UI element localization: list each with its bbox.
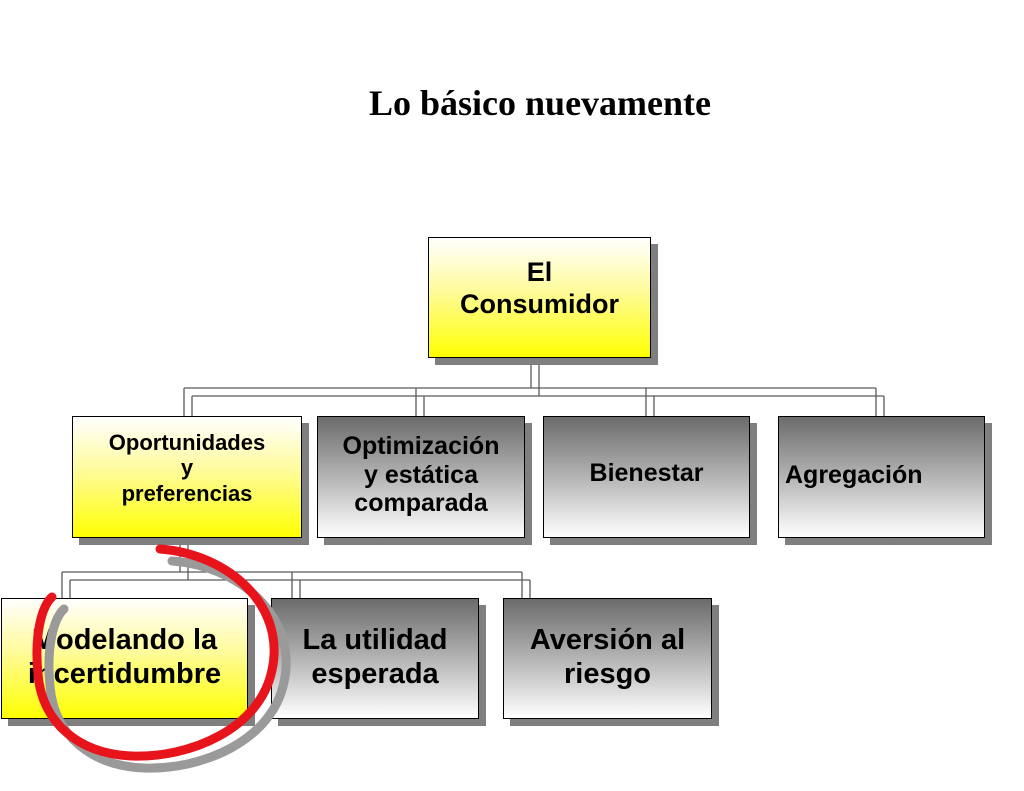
node-utilidad-esperada-label: La utilidad esperada: [302, 624, 448, 690]
node-optimizacion: Optimización y estática comparada: [317, 416, 525, 538]
node-oportunidades: Oportunidades y preferencias: [72, 416, 302, 538]
node-oportunidades-label: Oportunidades y preferencias: [108, 430, 266, 506]
node-modelando-incertidumbre-label: Modelando la incertidumbre: [27, 624, 222, 690]
node-bienestar: Bienestar: [543, 416, 750, 538]
node-aversion-riesgo: Aversión al riesgo: [503, 598, 712, 719]
node-el-consumidor: El Consumidor: [428, 237, 651, 358]
highlight-circle-stroke: [32, 544, 279, 761]
node-utilidad-esperada: La utilidad esperada: [271, 598, 479, 719]
node-bienestar-label: Bienestar: [589, 458, 704, 487]
node-agregacion-label: Agregación: [785, 460, 923, 489]
page-title: Lo básico nuevamente: [369, 83, 711, 123]
node-agregacion: Agregación: [778, 416, 985, 538]
node-el-consumidor-label: El Consumidor: [460, 257, 619, 319]
highlight-circle-shadow: [44, 556, 291, 773]
node-optimizacion-label: Optimización y estática comparada: [342, 431, 500, 518]
node-aversion-riesgo-label: Aversión al riesgo: [529, 624, 686, 690]
